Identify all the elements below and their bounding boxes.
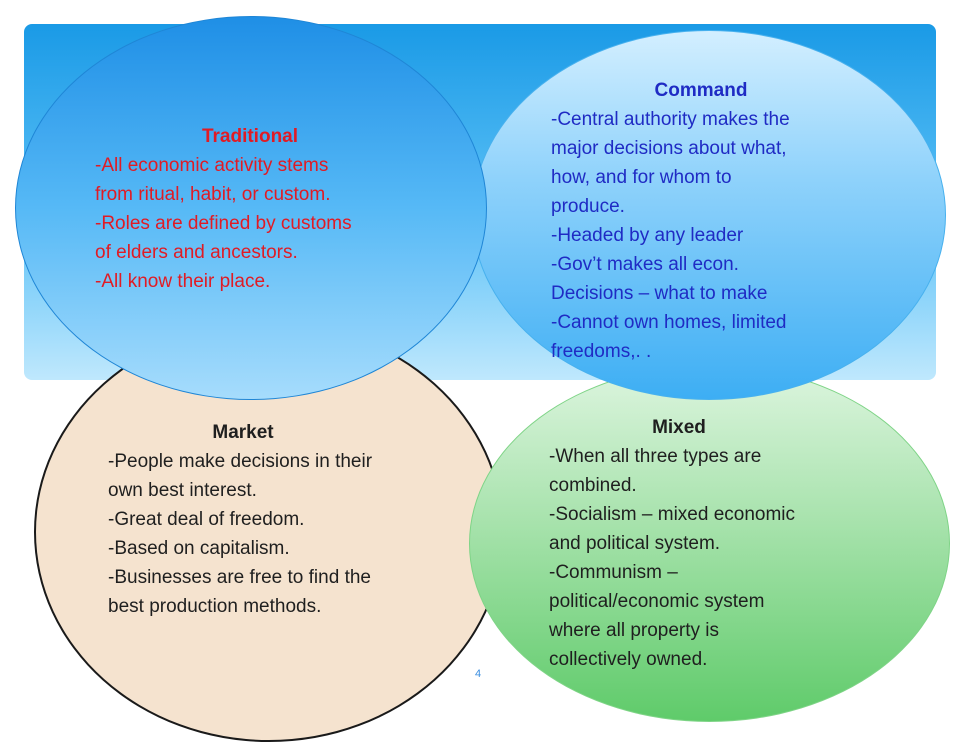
- command-line: major decisions about what,: [551, 138, 787, 159]
- market-line: -Businesses are free to find the: [108, 567, 371, 588]
- traditional-oval: [15, 16, 487, 400]
- command-line: freedoms,. .: [551, 341, 652, 362]
- traditional-line: -All economic activity stems: [95, 155, 329, 176]
- mixed-line: -When all three types are: [549, 446, 762, 467]
- market-title: Market: [212, 422, 274, 443]
- traditional-line: of elders and ancestors.: [95, 242, 298, 263]
- market-line: -Based on capitalism.: [108, 538, 290, 559]
- mixed-text-block: Mixed -When all three types are combined…: [549, 413, 849, 674]
- mixed-line: political/economic system: [549, 591, 765, 612]
- market-line: -People make decisions in their: [108, 451, 373, 472]
- mixed-line: and political system.: [549, 533, 721, 554]
- mixed-line: combined.: [549, 475, 637, 496]
- command-text-block: Command -Central authority makes the maj…: [551, 76, 851, 366]
- command-line: -Headed by any leader: [551, 225, 744, 246]
- market-line: -Great deal of freedom.: [108, 509, 305, 530]
- traditional-line: -Roles are defined by customs: [95, 213, 352, 234]
- command-line: -Gov’t makes all econ.: [551, 254, 739, 275]
- command-title: Command: [654, 80, 748, 101]
- command-line: -Central authority makes the: [551, 109, 790, 130]
- traditional-line: from ritual, habit, or custom.: [95, 184, 331, 205]
- mixed-line: -Socialism – mixed economic: [549, 504, 796, 525]
- market-line: own best interest.: [108, 480, 257, 501]
- mixed-title: Mixed: [652, 417, 706, 438]
- command-oval: [472, 30, 946, 400]
- page-number: 4: [475, 668, 482, 680]
- command-line: how, and for whom to: [551, 167, 732, 188]
- traditional-text-block: Traditional -All economic activity stems…: [95, 122, 425, 296]
- command-line: Decisions – what to make: [551, 283, 768, 304]
- traditional-line: -All know their place.: [95, 271, 271, 292]
- command-line: produce.: [551, 196, 625, 217]
- market-line: best production methods.: [108, 596, 322, 617]
- market-text-block: Market -People make decisions in their o…: [108, 418, 438, 621]
- mixed-line: -Communism –: [549, 562, 678, 583]
- traditional-title: Traditional: [201, 126, 299, 147]
- command-line: -Cannot own homes, limited: [551, 312, 787, 333]
- mixed-line: where all property is: [549, 620, 720, 641]
- mixed-line: collectively owned.: [549, 649, 708, 670]
